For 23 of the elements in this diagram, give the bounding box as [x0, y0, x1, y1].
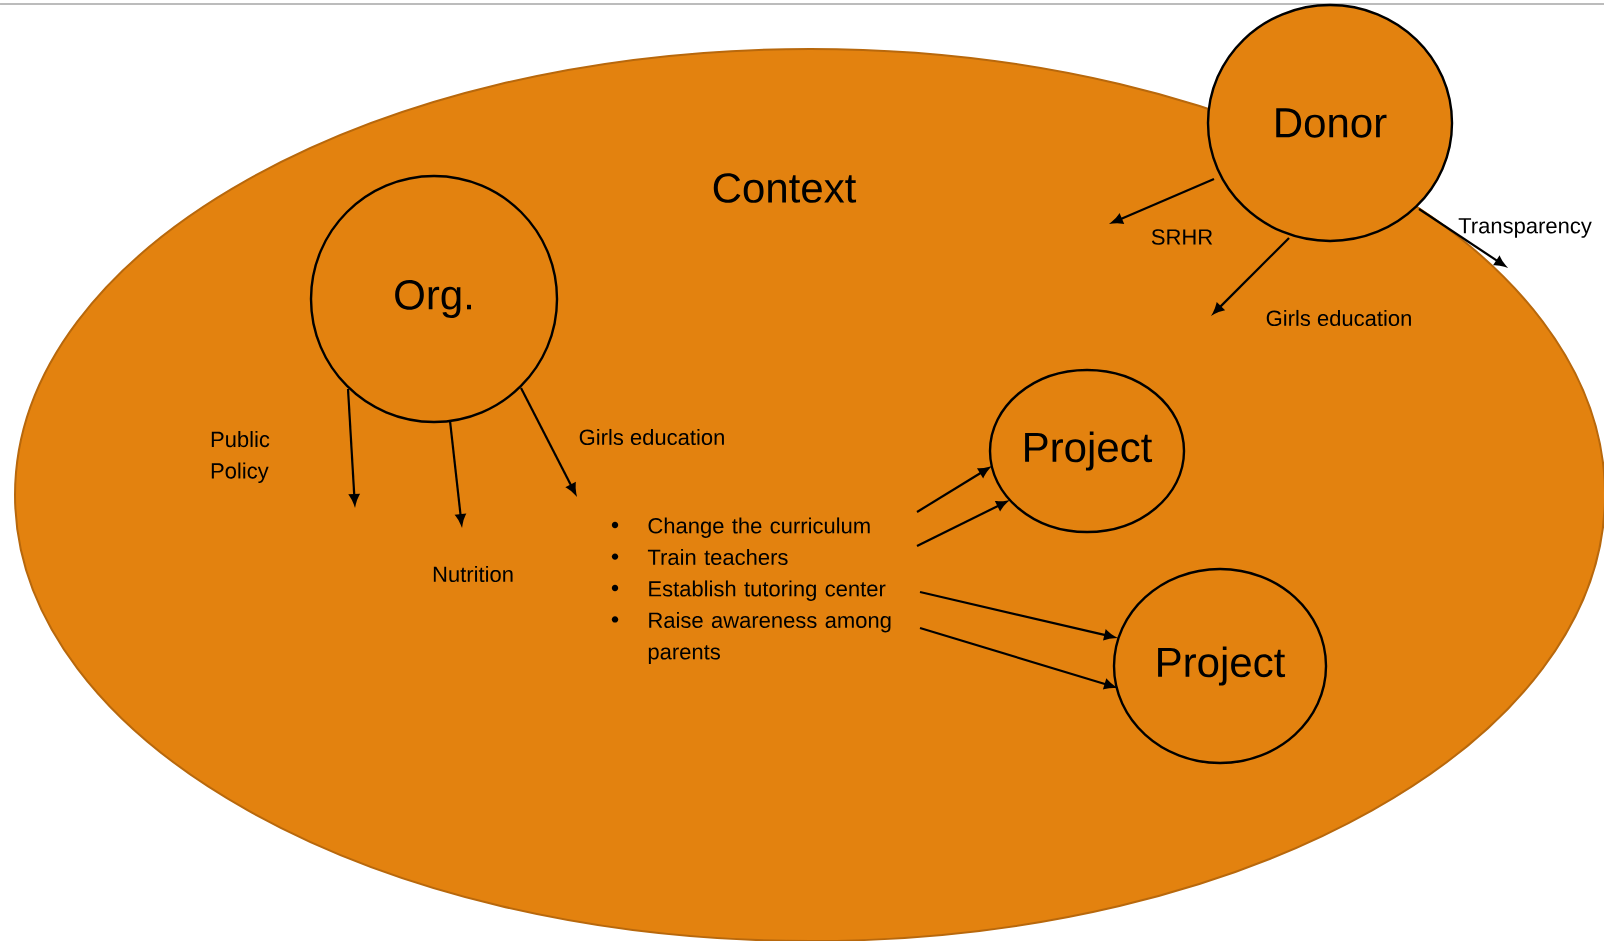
- text-label: Public Policy: [211, 431, 270, 483]
- circle-node: Project: [988, 368, 1186, 534]
- circle-node: Org.: [309, 174, 559, 424]
- arrow: [1111, 177, 1215, 224]
- arrow: [916, 500, 1008, 547]
- arrow: [919, 626, 1116, 690]
- node-label: Raise awareness among parents: [648, 611, 891, 664]
- text-label: Girls education: [1266, 309, 1411, 327]
- text-label: Transparency: [1458, 218, 1592, 238]
- node-label: Establish tutoring center: [649, 580, 886, 601]
- arrow: [1418, 208, 1506, 267]
- arrow: [520, 387, 577, 495]
- arrow: [916, 467, 990, 513]
- arrow: [1212, 237, 1290, 315]
- bullet-list: Change the curriculum Train teachers Establish tutoring center Raise awareness among parents: [611, 517, 891, 664]
- arrow: [346, 388, 360, 506]
- arrow: [919, 590, 1116, 640]
- node-label: Change the curriculum: [648, 517, 870, 538]
- text-label: Girls education: [579, 428, 724, 446]
- circle-node: Project: [1112, 567, 1328, 765]
- node-label: Train teachers: [647, 548, 788, 566]
- text-label: Nutrition: [433, 565, 513, 583]
- arrow: [448, 420, 466, 526]
